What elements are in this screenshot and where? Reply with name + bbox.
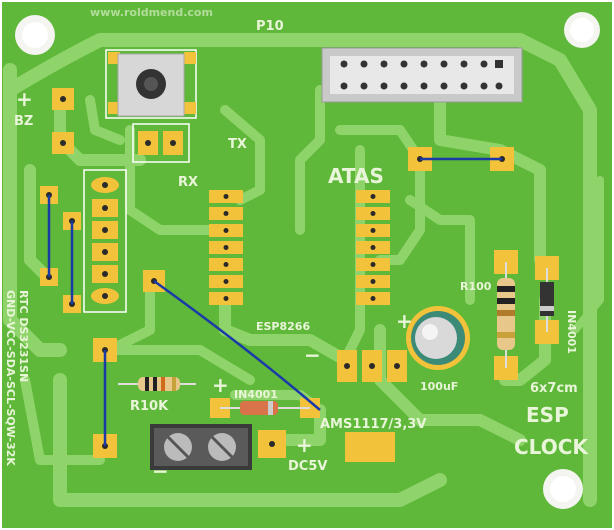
p10-header-connector <box>321 47 523 103</box>
label-in4001-right: IN4001 <box>565 310 578 354</box>
label-ams: AMS1117/3,3V <box>320 417 426 432</box>
diode-in4001-right <box>535 256 559 344</box>
serial-pads <box>132 123 190 163</box>
esp8266-pins-right <box>356 190 390 305</box>
push-button <box>105 49 197 119</box>
label-url: www.roldmend.com <box>90 6 213 19</box>
mounting-holes <box>15 12 600 509</box>
label-dc5v: DC5V <box>288 459 327 474</box>
resistor-r100 <box>494 250 518 380</box>
resistor-r10k <box>118 377 196 391</box>
label-rx: RX <box>178 175 198 190</box>
label-p10: P10 <box>256 19 284 34</box>
silkscreen-labels: www.roldmend.com P10 + BZ TX RX ATAS ESP… <box>4 6 589 483</box>
diode-in4001-bottom <box>210 398 320 418</box>
label-atas: ATAS <box>328 164 384 188</box>
label-bz-plus: + <box>16 87 33 111</box>
label-in4001-bottom: IN4001 <box>234 388 278 401</box>
label-esp: ESP <box>526 403 569 427</box>
regulator-pads <box>337 350 407 462</box>
label-tx: TX <box>228 137 247 152</box>
buzzer-pads <box>52 88 74 154</box>
label-dc-minus: − <box>152 459 169 483</box>
label-clock: CLOCK <box>514 435 589 459</box>
esp8266-pins-left <box>209 190 243 305</box>
label-board-size: 6x7cm <box>530 381 578 396</box>
rtc-header <box>83 169 127 313</box>
label-dc-plus: + <box>296 433 313 457</box>
label-r100: R100 <box>460 280 492 293</box>
label-bz: BZ <box>14 114 33 129</box>
label-cap-plus: + <box>396 309 413 333</box>
jumper-wires <box>47 157 502 446</box>
label-rtc-line2: GND-VCC-SDA-SCL-SQW-32K <box>4 290 17 466</box>
label-rtc-line1: RTC DS3231SN <box>17 290 30 382</box>
label-cap-minus: − <box>304 343 321 367</box>
label-esp8266: ESP8266 <box>256 320 310 333</box>
label-cap: 100uF <box>420 380 458 393</box>
label-r10k: R10K <box>130 399 169 414</box>
dc-terminal-block <box>150 424 286 470</box>
electrolytic-capacitor <box>406 306 470 370</box>
label-r10k-plus: + <box>212 373 229 397</box>
